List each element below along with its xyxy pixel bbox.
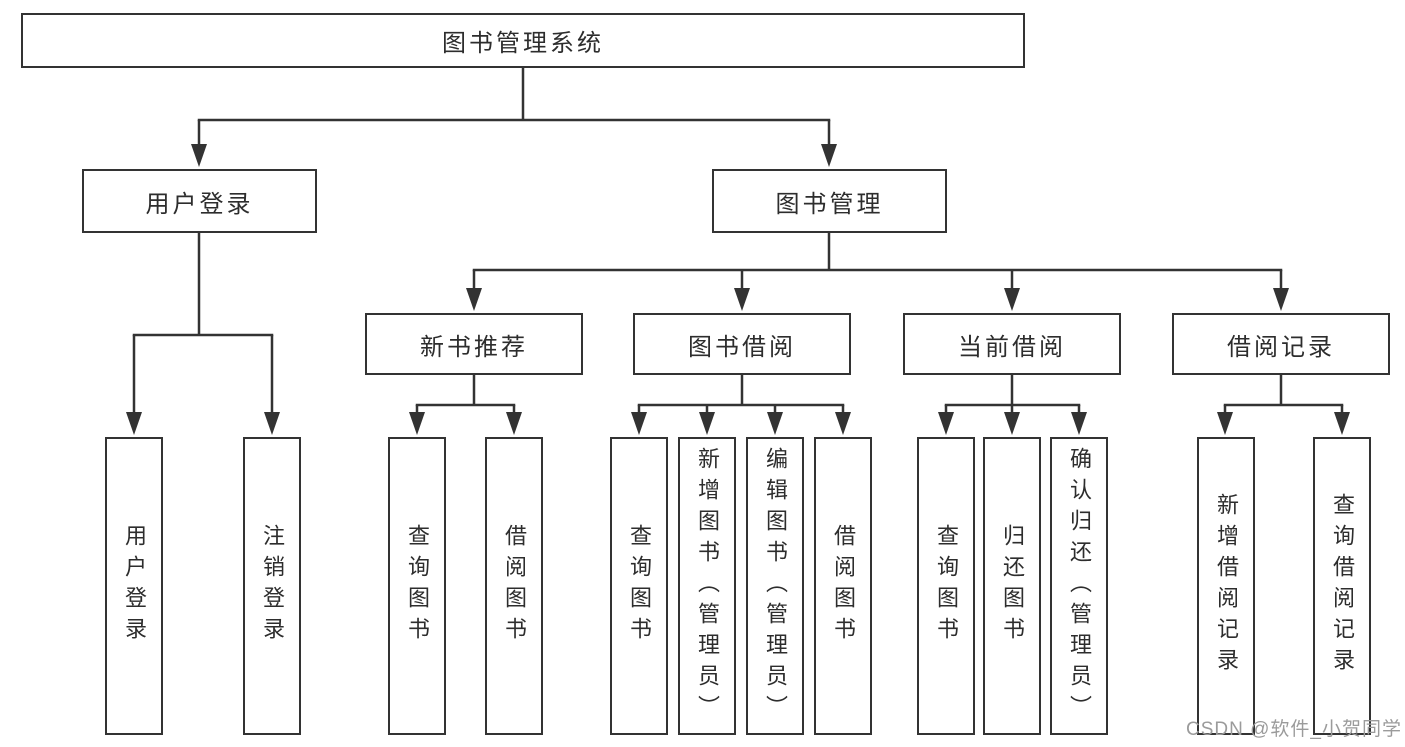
node-label: 图书借阅 xyxy=(688,333,796,361)
node-label: 归还图书 xyxy=(1000,524,1025,648)
leaf-add-borrow-record: 新增借阅记录 xyxy=(1197,437,1255,735)
leaf-query-books-borrow: 查询图书 xyxy=(610,437,668,735)
node-library-management-system: 图书管理系统 xyxy=(21,13,1025,68)
arrowhead-icon xyxy=(506,412,522,435)
arrowhead-icon xyxy=(835,412,851,435)
arrowhead-icon xyxy=(126,412,142,435)
watermark: CSDN @软件_小贺同学 xyxy=(1186,719,1402,740)
arrowhead-icon xyxy=(1273,288,1289,311)
arrowhead-icon xyxy=(938,412,954,435)
node-label: 图书管理 xyxy=(775,190,884,218)
node-book-borrow: 图书借阅 xyxy=(633,313,851,375)
leaf-add-books-admin: 新增图书（管理员） xyxy=(678,437,736,735)
leaf-query-borrow-record: 查询借阅记录 xyxy=(1313,437,1371,735)
node-label: 查询图书 xyxy=(934,524,959,648)
node-current-borrow: 当前借阅 xyxy=(903,313,1121,375)
node-label: 新增借阅记录 xyxy=(1214,493,1239,679)
node-label: 借阅图书 xyxy=(502,524,527,648)
node-label: 新增图书（管理员） xyxy=(695,446,720,726)
arrowhead-icon xyxy=(409,412,425,435)
arrowhead-icon xyxy=(821,144,837,167)
arrowhead-icon xyxy=(1004,412,1020,435)
arrowhead-icon xyxy=(1071,412,1087,435)
node-label: 用户登录 xyxy=(145,190,254,218)
leaf-confirm-return-admin: 确认归还（管理员） xyxy=(1050,437,1108,735)
arrowhead-icon xyxy=(466,288,482,311)
node-label: 注销登录 xyxy=(260,524,285,648)
node-label: 借阅记录 xyxy=(1227,333,1335,361)
leaf-return-books: 归还图书 xyxy=(983,437,1041,735)
arrowhead-icon xyxy=(1004,288,1020,311)
node-label: 用户登录 xyxy=(122,524,147,648)
node-label: 当前借阅 xyxy=(958,333,1066,361)
arrowhead-icon xyxy=(631,412,647,435)
leaf-logout: 注销登录 xyxy=(243,437,301,735)
arrowhead-icon xyxy=(699,412,715,435)
node-user-login: 用户登录 xyxy=(82,169,317,233)
node-label: 图书管理系统 xyxy=(442,30,604,57)
arrowhead-icon xyxy=(1334,412,1350,435)
arrowhead-icon xyxy=(767,412,783,435)
node-borrow-records: 借阅记录 xyxy=(1172,313,1390,375)
leaf-edit-books-admin: 编辑图书（管理员） xyxy=(746,437,804,735)
arrowhead-icon xyxy=(1217,412,1233,435)
leaf-query-books-recommend: 查询图书 xyxy=(388,437,446,735)
arrowhead-icon xyxy=(264,412,280,435)
arrowhead-icon xyxy=(734,288,750,311)
node-book-management: 图书管理 xyxy=(712,169,947,233)
leaf-borrow-books-recommend: 借阅图书 xyxy=(485,437,543,735)
node-label: 查询借阅记录 xyxy=(1330,493,1355,679)
node-label: 编辑图书（管理员） xyxy=(763,446,788,726)
node-new-book-recommend: 新书推荐 xyxy=(365,313,583,375)
leaf-user-login: 用户登录 xyxy=(105,437,163,735)
node-label: 确认归还（管理员） xyxy=(1067,446,1092,726)
leaf-borrow-books-borrow: 借阅图书 xyxy=(814,437,872,735)
leaf-query-books-current: 查询图书 xyxy=(917,437,975,735)
node-label: 查询图书 xyxy=(627,524,652,648)
node-label: 借阅图书 xyxy=(831,524,856,648)
node-label: 新书推荐 xyxy=(420,333,528,361)
arrowhead-icon xyxy=(191,144,207,167)
node-label: 查询图书 xyxy=(405,524,430,648)
